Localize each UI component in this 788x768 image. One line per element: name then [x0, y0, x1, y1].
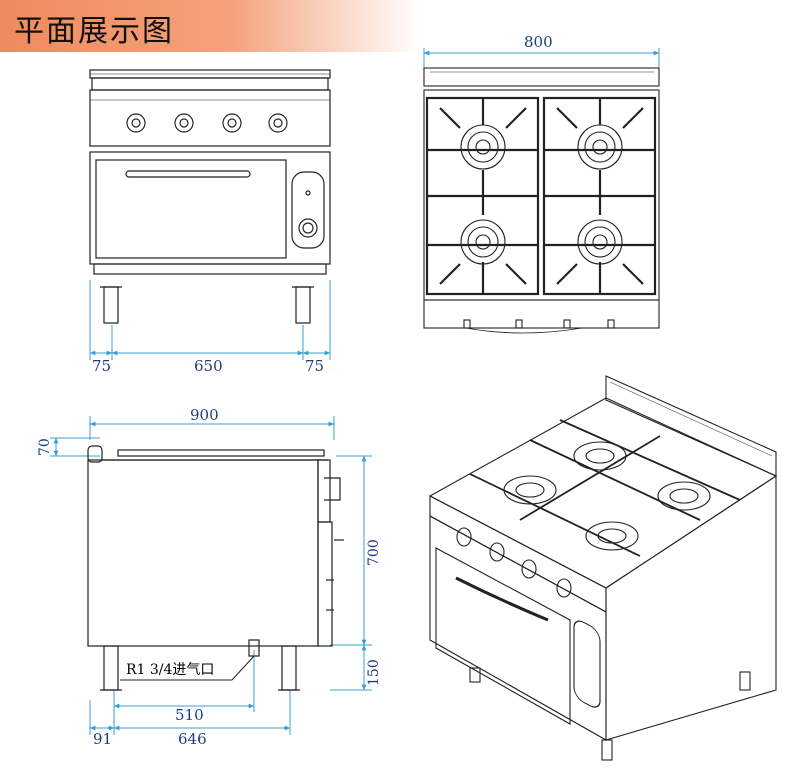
top-view [423, 67, 660, 334]
side-dim-top: 900 [190, 406, 219, 424]
side-control-panel [317, 459, 331, 523]
front-grate-edge [91, 77, 329, 91]
gas-inlet-label: R1 3/4进气口 [126, 662, 214, 678]
knob [126, 113, 146, 133]
banner-title: 平面展示图 [14, 14, 174, 49]
iso-oven-handle [455, 576, 549, 622]
side-leg-left [103, 645, 119, 691]
iso-leg [469, 667, 481, 683]
iso-oven-control [573, 620, 601, 708]
iso-front-face [429, 515, 607, 741]
oven-door [95, 159, 287, 259]
front-leg-right [295, 286, 311, 324]
knob [222, 113, 242, 133]
front-view [89, 69, 331, 324]
top-view-dimension [423, 48, 660, 68]
iso-front-rail [429, 495, 607, 613]
front-dim-right: 75 [305, 357, 324, 375]
side-dimensions [50, 416, 372, 735]
side-dim-legs: 150 [366, 659, 382, 686]
side-view [87, 445, 344, 691]
front-edge [423, 299, 660, 329]
iso-oven-door [435, 547, 571, 725]
burner [460, 124, 506, 170]
oven-knob [298, 218, 318, 238]
side-dim-backsplash: 70 [37, 438, 53, 456]
side-dim-depth: 646 [178, 730, 207, 748]
top-burners [460, 124, 623, 265]
front-knobs [126, 113, 288, 133]
oven-handle [125, 170, 251, 178]
side-dim-inlet: 510 [175, 706, 204, 724]
knob [268, 113, 288, 133]
iso-burners [503, 441, 711, 551]
iso-knobs [456, 527, 572, 598]
side-oven-door [317, 521, 333, 647]
front-dim-left: 75 [92, 357, 111, 375]
side-dim-leg-offset: 91 [93, 730, 112, 748]
front-dim-center: 650 [194, 357, 223, 375]
isometric-view [428, 375, 778, 761]
knob [174, 113, 194, 133]
backsplash [423, 67, 660, 87]
iso-leg [601, 739, 613, 761]
front-dimensions [89, 280, 331, 360]
control-panel [89, 89, 331, 147]
front-base [93, 263, 327, 275]
side-body [87, 459, 319, 647]
title-banner: 平面展示图 [0, 0, 420, 52]
top-dim-width: 800 [524, 33, 553, 51]
side-grate [117, 449, 325, 457]
side-leg-right [281, 645, 297, 691]
side-knob [324, 477, 341, 501]
front-leg-left [103, 286, 119, 324]
burner [577, 219, 623, 265]
oven-control-box [291, 171, 325, 249]
side-dim-height: 700 [366, 539, 382, 566]
iso-leg [739, 671, 751, 691]
burner [577, 124, 623, 170]
side-backsplash [87, 445, 103, 463]
iso-side-face [605, 474, 777, 741]
burner [460, 219, 506, 265]
oven-body [89, 151, 331, 265]
iso-backsplash [605, 375, 777, 477]
